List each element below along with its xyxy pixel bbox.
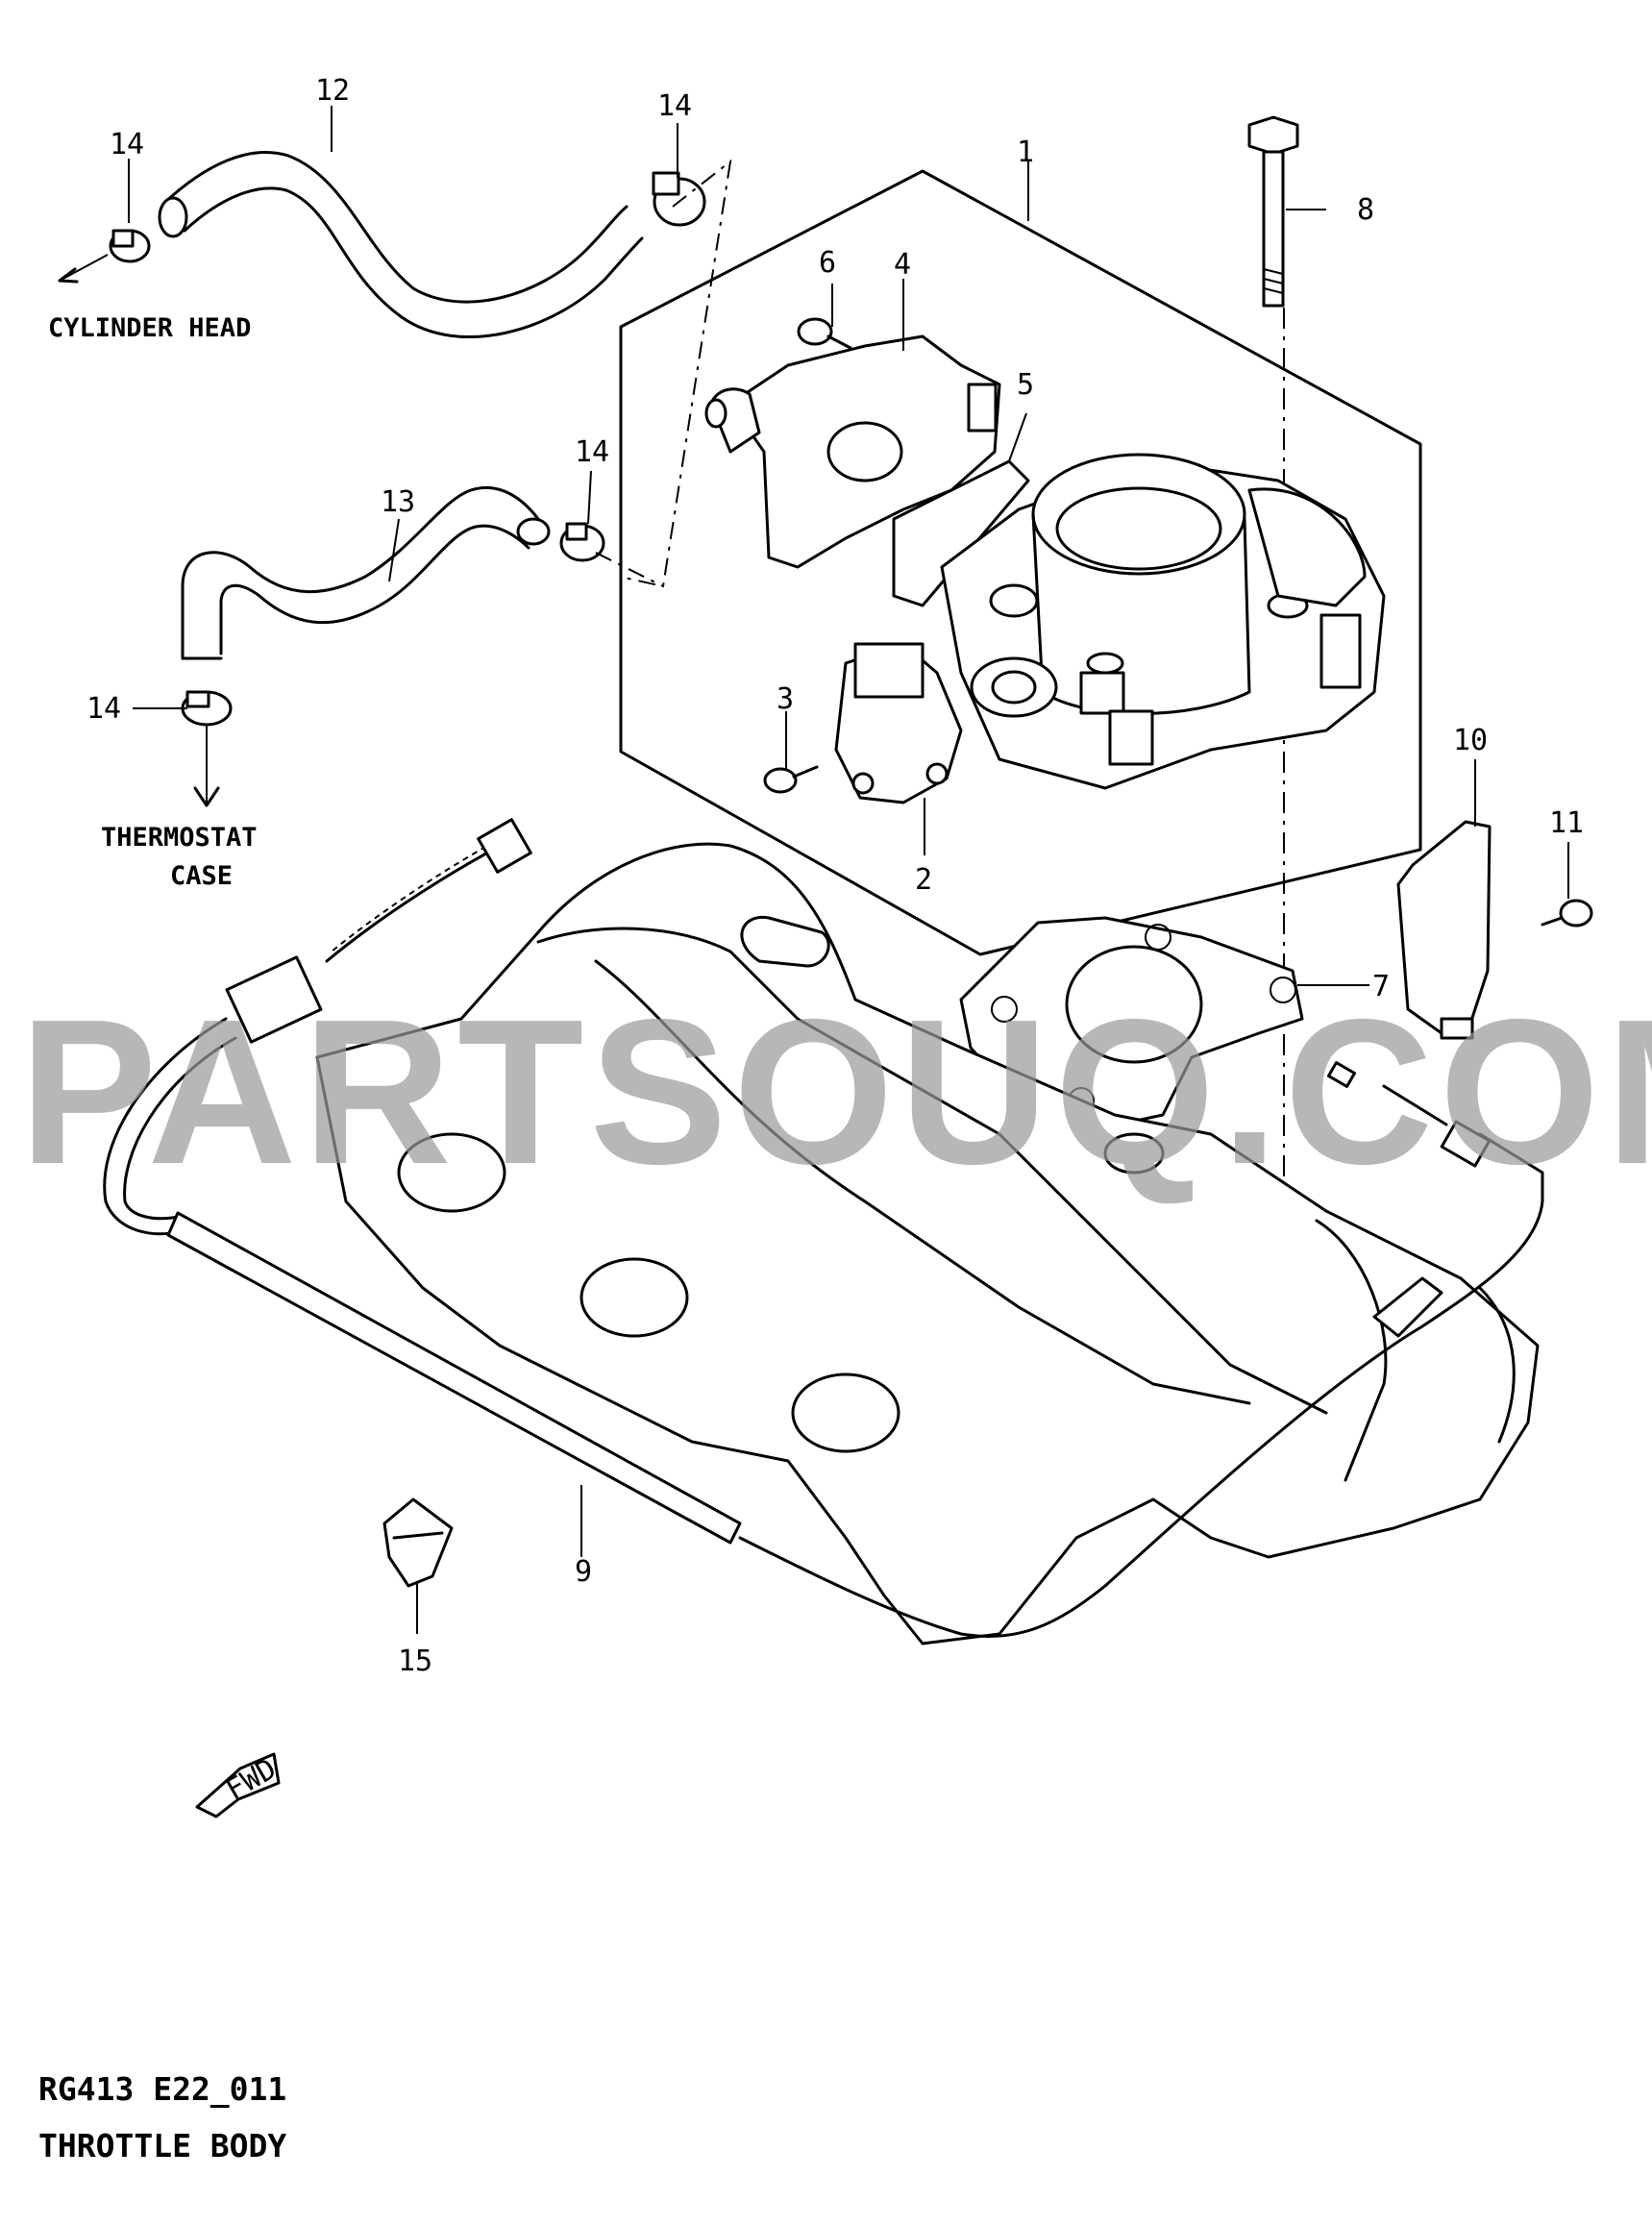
callout-14-c: 14 bbox=[575, 435, 609, 469]
iac-valve-4 bbox=[704, 334, 1001, 569]
note-cylinder-head: CYLINDER HEAD bbox=[48, 313, 251, 343]
connection-lines bbox=[595, 159, 1285, 1192]
note-thermostat: THERMOSTAT bbox=[101, 823, 258, 853]
note-thermostat-case: CASE bbox=[170, 861, 233, 891]
clip-15 bbox=[382, 1497, 454, 1588]
assembly-outline bbox=[619, 169, 1422, 956]
callout-3: 3 bbox=[777, 682, 794, 716]
throttle-position-sensor-2 bbox=[834, 642, 963, 804]
clamp-14-lower bbox=[181, 690, 233, 727]
callout-1: 1 bbox=[1017, 136, 1034, 169]
callout-8: 8 bbox=[1357, 193, 1374, 227]
diagram-code: RG413 E22_011 bbox=[38, 2070, 286, 2108]
cable-9 bbox=[103, 818, 1544, 1638]
arrow-to-thermostat-case bbox=[193, 726, 220, 807]
watermark: PARTSOUQ.COM bbox=[19, 976, 1652, 1207]
callout-13: 13 bbox=[381, 485, 415, 519]
callout-7: 7 bbox=[1372, 970, 1390, 1003]
throttle-body bbox=[940, 453, 1386, 790]
hose-12 bbox=[158, 151, 644, 338]
callout-15: 15 bbox=[398, 1645, 432, 1678]
screw-6 bbox=[797, 317, 852, 350]
callout-4: 4 bbox=[894, 248, 911, 282]
fwd-arrow-icon: FWD bbox=[195, 1752, 283, 1818]
clamp-14-upper-right bbox=[652, 171, 706, 227]
callout-11: 11 bbox=[1549, 806, 1584, 840]
screw-3 bbox=[763, 765, 819, 794]
callout-14-b: 14 bbox=[657, 89, 692, 123]
callout-12: 12 bbox=[315, 74, 350, 108]
intake-manifold bbox=[315, 842, 1540, 1645]
arrow-to-cylinder-head bbox=[58, 254, 109, 284]
callout-5: 5 bbox=[1017, 368, 1034, 402]
callout-10: 10 bbox=[1453, 724, 1488, 757]
bolt-8 bbox=[1247, 115, 1299, 308]
hose-13 bbox=[181, 485, 551, 660]
callout-14-d: 14 bbox=[86, 692, 121, 726]
callout-9: 9 bbox=[575, 1555, 592, 1589]
diagram-title: THROTTLE BODY bbox=[38, 2127, 286, 2164]
leader-lines bbox=[128, 106, 1569, 1634]
callout-6: 6 bbox=[819, 246, 836, 280]
callout-2: 2 bbox=[915, 863, 932, 897]
clamp-14-middle bbox=[559, 522, 605, 562]
clamp-14-upper-left bbox=[109, 229, 151, 263]
bolt-11 bbox=[1541, 899, 1593, 928]
callout-14-a: 14 bbox=[110, 128, 144, 161]
bracket-10 bbox=[1396, 820, 1492, 1040]
